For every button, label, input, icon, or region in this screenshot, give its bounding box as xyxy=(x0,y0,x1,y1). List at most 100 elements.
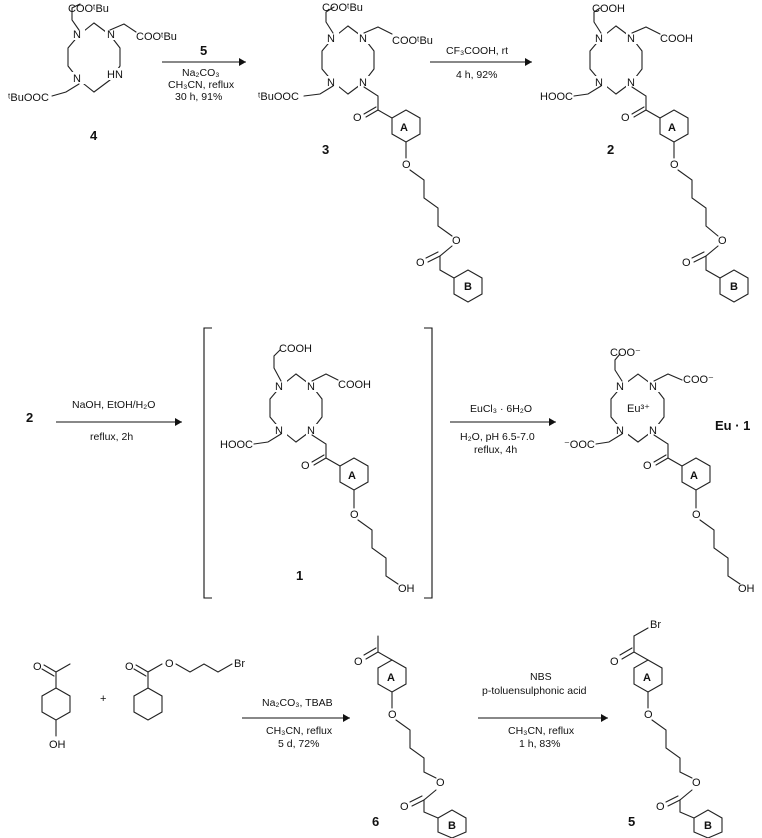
ring-B-label: B xyxy=(730,281,738,293)
atom-COOtBu: COOᵗBu xyxy=(68,3,109,15)
atom-N: N xyxy=(73,73,81,85)
atom-tBuOOC: ᵗBuOOC xyxy=(8,92,49,104)
atom-N: N xyxy=(73,29,81,41)
atom-O: O xyxy=(388,709,397,721)
compound-label-eu-1: Eu · 1 xyxy=(715,418,750,433)
condition-text: CF₃COOH, rt xyxy=(446,45,508,57)
condition-text: NBS xyxy=(530,671,552,683)
atom-N: N xyxy=(616,425,624,437)
atom-O: O xyxy=(452,235,461,247)
atom-Eu: Eu³⁺ xyxy=(627,403,650,415)
atom-COO-minus: COO⁻ xyxy=(683,374,714,386)
atom-N: N xyxy=(327,33,335,45)
atom-COOH: COOH xyxy=(338,379,371,391)
atom-O: O xyxy=(354,656,363,668)
condition-text: 5 d, 72% xyxy=(278,738,319,750)
ring-B-label: B xyxy=(448,820,456,832)
compound-label-2: 2 xyxy=(607,142,614,157)
hydroxyacetophenone: O OH xyxy=(33,661,71,751)
compound-1: N N N N COOH COOH HOOC O A O OH xyxy=(220,343,415,595)
compound-5: O Br A O O O B xyxy=(610,619,723,838)
atom-N: N xyxy=(107,29,115,41)
ring-A-label: A xyxy=(690,470,698,482)
atom-N: N xyxy=(359,77,367,89)
atom-N: N xyxy=(307,425,315,437)
compound-eu-1: N N N N Eu³⁺ COO⁻ COO⁻ ⁻OOC O A O OH xyxy=(564,347,755,595)
atom-O: O xyxy=(610,656,619,668)
atom-O: O xyxy=(644,709,653,721)
atom-N: N xyxy=(627,33,635,45)
condition-text: reflux, 4h xyxy=(474,444,517,456)
atom-N: N xyxy=(275,425,283,437)
atom-COOtBu: COOᵗBu xyxy=(392,35,433,47)
ring-A-label: A xyxy=(348,470,356,482)
atom-N: N xyxy=(307,381,315,393)
atom-minusOOC: ⁻OOC xyxy=(564,439,595,451)
atom-N: N xyxy=(359,33,367,45)
atom-N: N xyxy=(616,381,624,393)
atom-N: N xyxy=(595,77,603,89)
compound-label-3: 3 xyxy=(322,142,329,157)
atom-O: O xyxy=(416,257,425,269)
plus-sign: + xyxy=(100,693,106,705)
atom-O: O xyxy=(125,661,134,673)
atom-tBuOOC: ᵗBuOOC xyxy=(258,91,299,103)
compound-6: O A O O O B xyxy=(354,635,467,838)
atom-HOOC: HOOC xyxy=(220,439,253,451)
atom-OH: OH xyxy=(738,583,755,595)
atom-COOH: COOH xyxy=(660,33,693,45)
atom-N: N xyxy=(649,425,657,437)
bromopropyl-benzoate: O O Br xyxy=(125,658,245,721)
condition-text: Na₂CO₃ xyxy=(182,67,220,79)
compound-4: N N N HN COOᵗBu COOᵗBu ᵗBuOOC xyxy=(8,3,177,104)
condition-text: 1 h, 83% xyxy=(519,738,560,750)
condition-text: NaOH, EtOH/H₂O xyxy=(72,399,155,411)
atom-O: O xyxy=(353,112,362,124)
compound-3: N N N N COOᵗBu COOᵗBu ᵗBuOOC O A O O O B xyxy=(258,2,483,303)
atom-COOH: COOH xyxy=(279,343,312,355)
atom-O: O xyxy=(718,235,727,247)
compound-label-2-start: 2 xyxy=(26,410,33,425)
condition-text: 4 h, 92% xyxy=(456,69,497,81)
atom-O: O xyxy=(402,159,411,171)
atom-O: O xyxy=(692,777,701,789)
compound-label-4: 4 xyxy=(90,128,98,143)
atom-N: N xyxy=(627,77,635,89)
ring-B-label: B xyxy=(464,281,472,293)
right-bracket xyxy=(424,327,433,599)
atom-NH: HN xyxy=(107,69,123,81)
atom-COOtBu: COOᵗBu xyxy=(322,2,363,14)
condition-text: Na₂CO₃, TBAB xyxy=(262,697,333,709)
ring-A-label: A xyxy=(400,122,408,134)
left-bracket xyxy=(203,327,212,599)
compound-label-5: 5 xyxy=(628,814,635,829)
atom-O: O xyxy=(400,801,409,813)
atom-O: O xyxy=(682,257,691,269)
atom-N: N xyxy=(327,77,335,89)
atom-COO-minus: COO⁻ xyxy=(610,347,641,359)
atom-HOOC: HOOC xyxy=(540,91,573,103)
atom-N: N xyxy=(275,381,283,393)
atom-Br: Br xyxy=(650,619,661,631)
atom-O: O xyxy=(350,509,359,521)
ring-A-label: A xyxy=(643,672,651,684)
atom-N: N xyxy=(649,381,657,393)
ring-B-label: B xyxy=(704,820,712,832)
atom-O: O xyxy=(301,460,310,472)
atom-O: O xyxy=(621,112,630,124)
atom-O: O xyxy=(643,460,652,472)
condition-text: reflux, 2h xyxy=(90,431,133,443)
condition-text: CH₃CN, reflux xyxy=(266,725,333,737)
atom-O: O xyxy=(33,661,42,673)
ring-A-label: A xyxy=(668,122,676,134)
condition-text: CH₃CN, reflux xyxy=(508,725,575,737)
compound-label-1: 1 xyxy=(296,568,303,583)
atom-N: N xyxy=(595,33,603,45)
atom-Br: Br xyxy=(234,658,245,670)
compound-label-6: 6 xyxy=(372,814,379,829)
condition-text: p-toluensulphonic acid xyxy=(482,685,587,697)
condition-text: EuCl₃ · 6H₂O xyxy=(470,403,532,415)
atom-OH: OH xyxy=(49,739,66,751)
atom-OH: OH xyxy=(398,583,415,595)
